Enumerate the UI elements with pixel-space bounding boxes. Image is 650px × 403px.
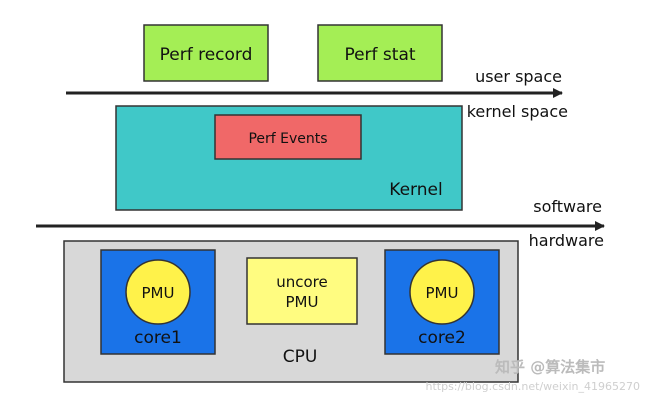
core2-label: core2 [418, 328, 466, 348]
watermark-brand: 知乎 @算法集市 [495, 358, 605, 376]
kernel-label: Kernel [389, 180, 442, 200]
uncore-line2-label: PMU [286, 293, 319, 311]
watermark-url: https://blog.csdn.net/weixin_41965270 [425, 380, 640, 393]
perf-events-box [214, 114, 362, 160]
hardware-label: hardware [529, 231, 604, 250]
uncore-pmu-box [246, 257, 358, 325]
perf-record-node: Perf record [143, 24, 269, 82]
core1-pmu-label: PMU [142, 284, 175, 302]
core2-node: PMU core2 [384, 249, 500, 355]
uncore-line1-label: uncore [276, 273, 328, 291]
cpu-label: CPU [283, 347, 318, 367]
perf-events-label: Perf Events [248, 131, 327, 147]
core1-label: core1 [134, 328, 182, 348]
kernel-space-label: kernel space [467, 102, 568, 121]
core1-pmu-circle [125, 259, 191, 325]
core2-pmu-label: PMU [426, 284, 459, 302]
perf-stat-node: Perf stat [317, 24, 443, 82]
perf-stat-box [317, 24, 443, 82]
core2-pmu-circle [409, 259, 475, 325]
user-space-label: user space [475, 67, 562, 86]
perf-record-box [143, 24, 269, 82]
perf-record-label: Perf record [160, 45, 253, 65]
uncore-pmu-node: uncore PMU [246, 257, 358, 325]
perf-events-node: Perf Events [214, 114, 362, 160]
software-label: software [533, 197, 602, 216]
core1-node: PMU core1 [100, 249, 216, 355]
perf-stat-label: Perf stat [344, 45, 415, 65]
